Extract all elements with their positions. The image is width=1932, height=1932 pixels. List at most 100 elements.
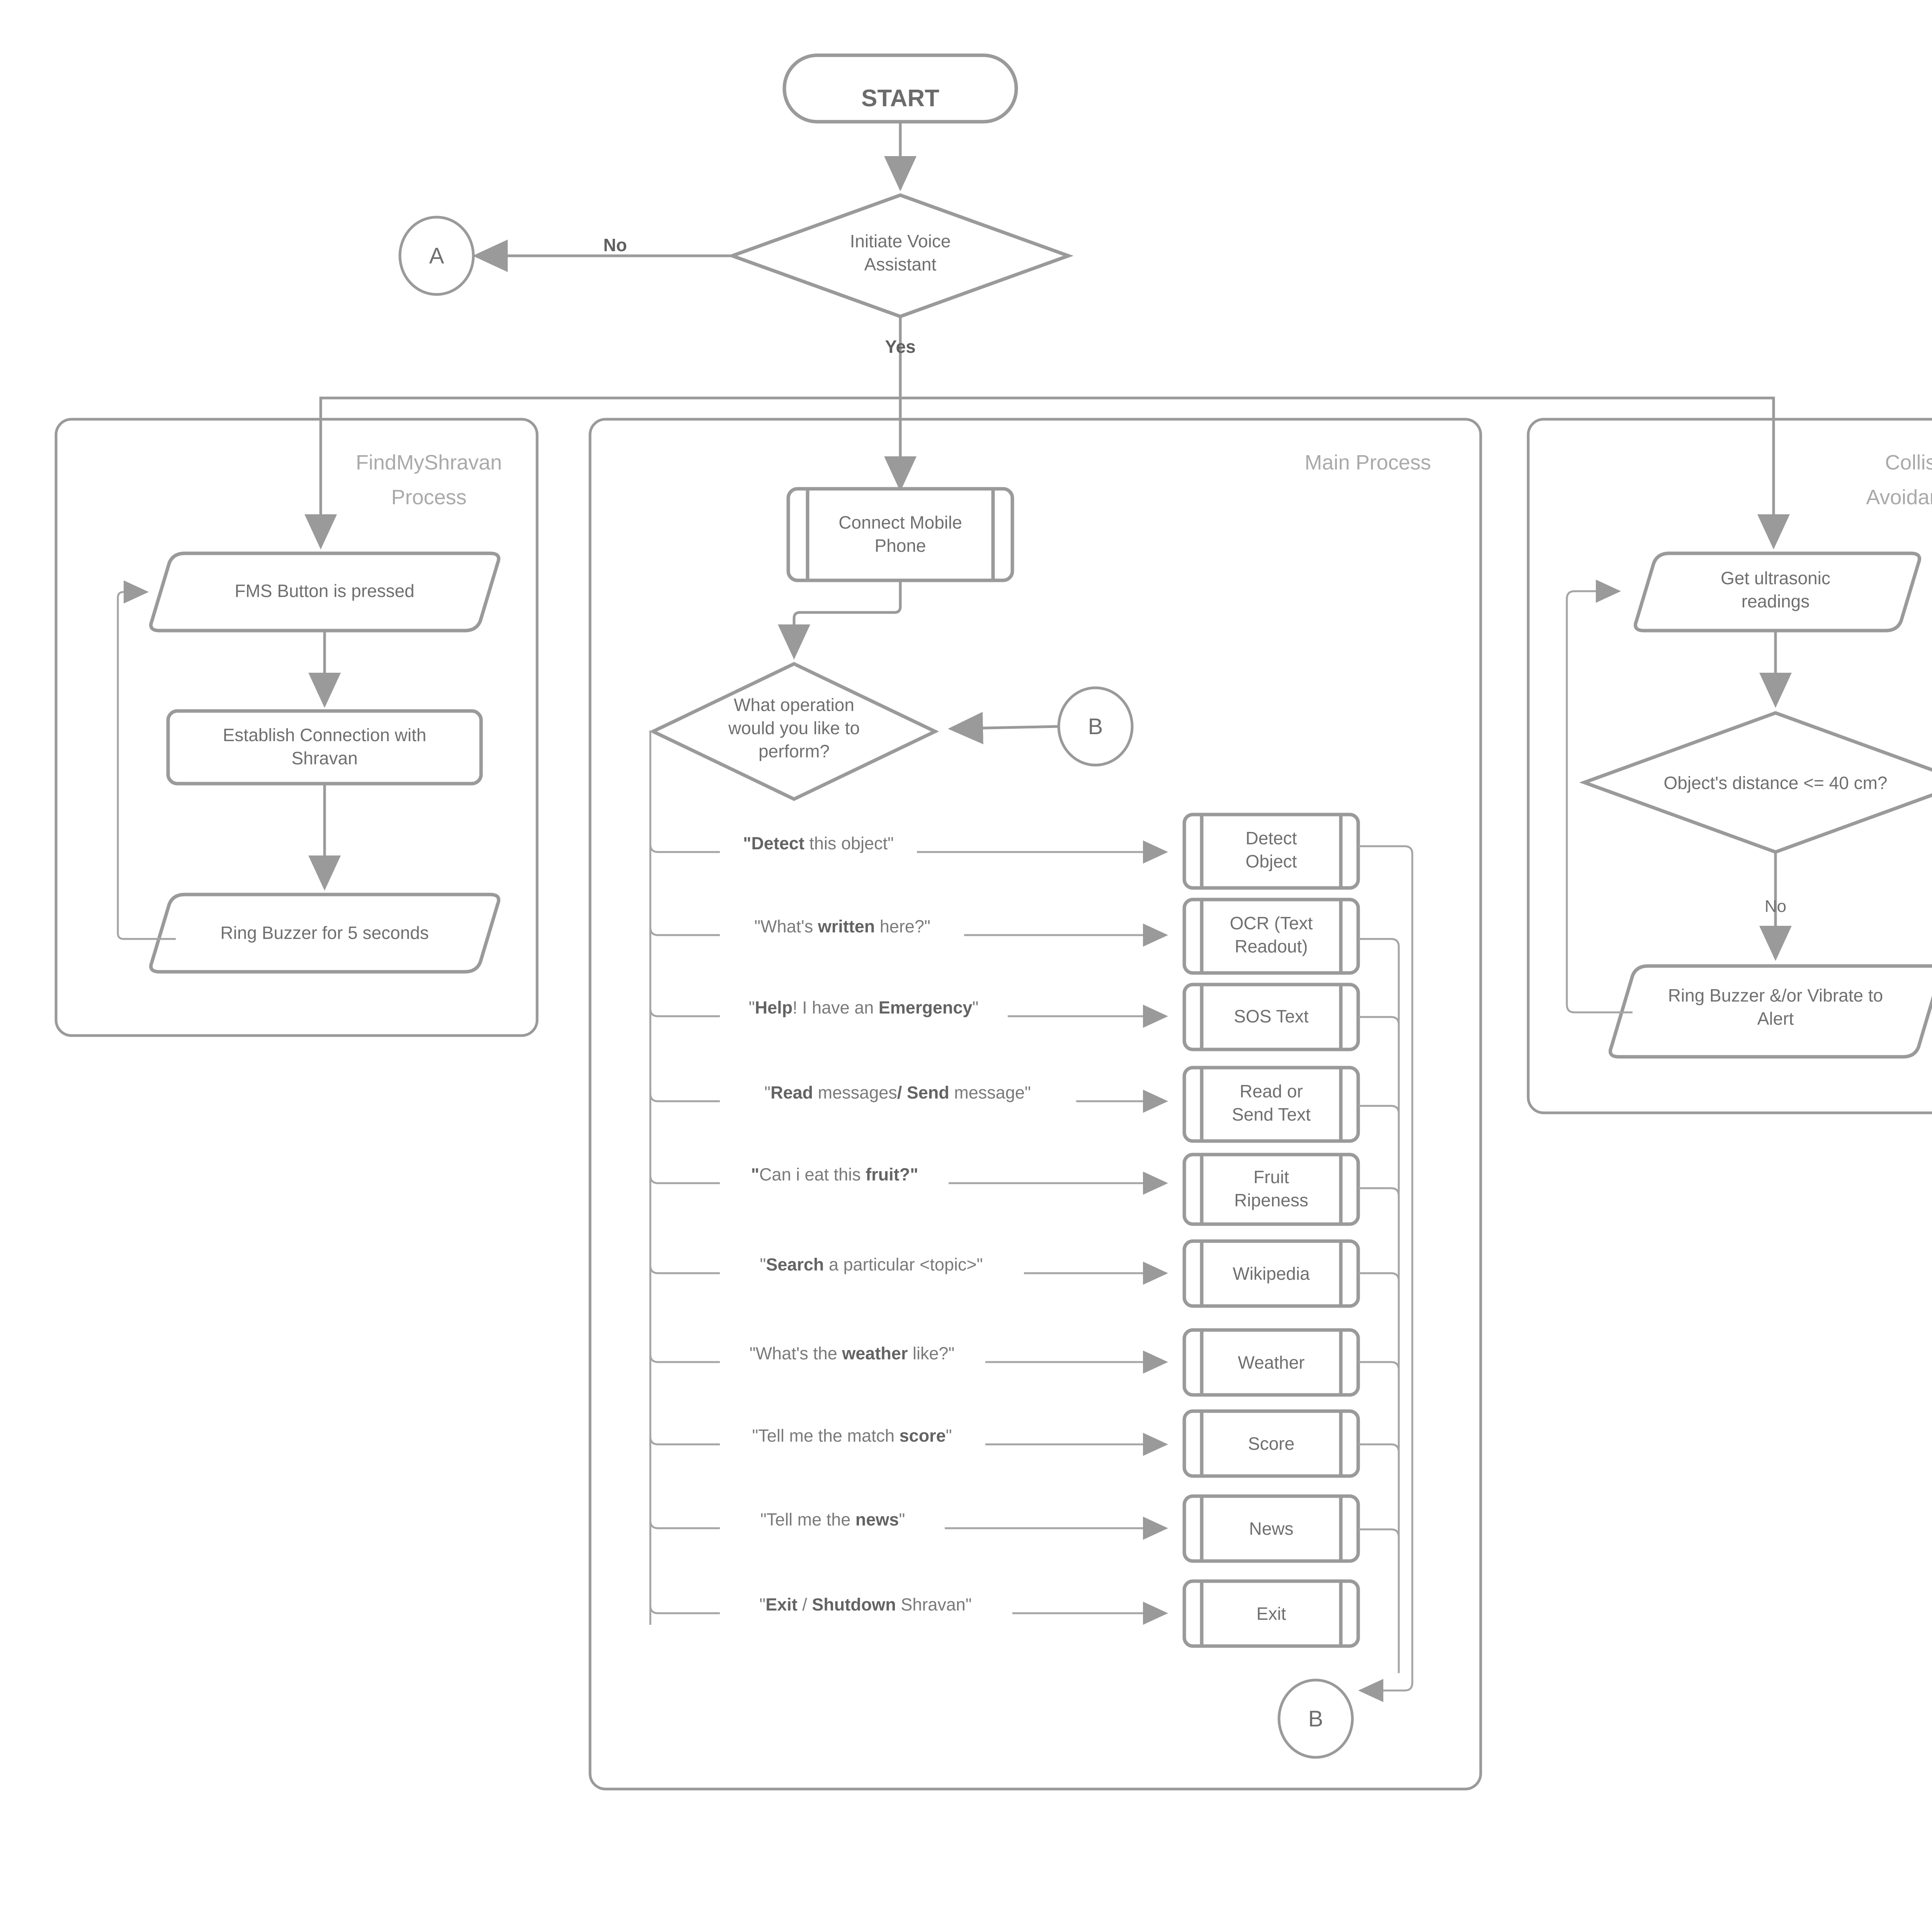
op-box-exit: Exit: [1182, 1579, 1360, 1648]
edge-fms-loopback: [117, 580, 176, 940]
op-label-4-line2: Send Text: [1232, 1104, 1311, 1124]
op-box-sos-text: SOS Text: [1182, 983, 1360, 1051]
decision-operation: What operation would you like to perform…: [649, 662, 939, 801]
start-label: START: [861, 85, 939, 112]
command-row-6: "Search a particular <topic>" Wikipedia: [649, 1239, 1400, 1673]
command-label-10: "Exit / Shutdown Shravan": [759, 1595, 972, 1614]
command-row-1: "Detect this object" Detect Object: [649, 813, 1413, 1683]
command-branch-3: [649, 1008, 720, 1017]
op-label-5-line1: Fruit: [1253, 1167, 1289, 1187]
command-row-8: "Tell me the match score" Score: [649, 1409, 1400, 1673]
edge-alert-loopback: [1566, 580, 1633, 1014]
get-ultrasonic-readings-node: Get ultrasonic readings: [1634, 551, 1921, 633]
decision-operation-line1: What operation: [734, 695, 854, 715]
edge-label-no-distance: No: [1765, 897, 1786, 916]
connect-mobile-phone-node: Connect Mobile Phone: [786, 487, 1014, 582]
connector-b-bottom: B: [1277, 1679, 1354, 1759]
command-label-5: "Can i eat this fruit?": [751, 1165, 918, 1184]
connector-b-top-label: B: [1088, 714, 1103, 739]
group-main-process: Main Process: [588, 418, 1482, 1791]
decision-initiate-line2: Assistant: [864, 254, 937, 274]
op-box-detect-object: Detect Object: [1182, 813, 1360, 890]
connect-mobile-line2: Phone: [874, 536, 926, 556]
fms-establish-line1: Establish Connection with: [223, 725, 427, 745]
op-label-2-line2: Readout): [1235, 936, 1308, 956]
op-label-2-line1: OCR (Text: [1230, 913, 1313, 933]
command-branch-6: [649, 1265, 720, 1274]
connector-a-label: A: [429, 243, 444, 269]
start-node: START: [782, 53, 1018, 124]
command-row-9: "Tell me the news" News: [649, 1494, 1400, 1673]
command-label-2: "What's written here?": [754, 917, 930, 936]
decision-operation-line2: would you like to: [728, 718, 860, 738]
ultrasonic-line2: readings: [1742, 591, 1810, 611]
op-label-3: SOS Text: [1234, 1006, 1309, 1026]
group-findmyshravan: FindMyShravan Process: [54, 418, 539, 1037]
fms-button-pressed-node: FMS Button is pressed: [149, 551, 500, 633]
group-label-findmyshravan-line1: FindMyShravan: [356, 451, 502, 474]
decision-initiate-voice-assistant: Initiate Voice Assistant: [727, 193, 1074, 318]
connector-b-top: B: [1057, 686, 1134, 767]
op-label-7: Weather: [1238, 1352, 1304, 1372]
command-label-4: "Read messages/ Send message": [764, 1083, 1031, 1102]
group-label-collision-line1: Collision/Obect: [1885, 451, 1932, 474]
return-bus-4: [1358, 1105, 1400, 1673]
return-bus-5: [1358, 1187, 1400, 1673]
decision-object-distance: Object's distance <= 40 cm?: [1579, 711, 1932, 854]
command-bus-left: [649, 730, 653, 1625]
command-branch-2: [649, 927, 720, 936]
command-branch-7: [649, 1354, 720, 1363]
op-box-news: News: [1182, 1494, 1360, 1563]
return-bus-9: [1358, 1528, 1400, 1673]
op-box-score: Score: [1182, 1409, 1360, 1478]
edge-connect-to-operation: [778, 580, 902, 660]
command-label-9: "Tell me the news": [760, 1510, 905, 1529]
ultrasonic-line1: Get ultrasonic: [1721, 568, 1830, 588]
return-bus-2: [1358, 938, 1400, 1673]
group-label-findmyshravan-line2: Process: [391, 486, 466, 509]
edge-label-yes-initiate: Yes: [885, 337, 915, 357]
command-branch-8: [649, 1436, 720, 1446]
group-collision-avoidance: Collision/Obect Avoidance Process: [1527, 418, 1932, 1114]
command-label-6: "Search a particular <topic>": [760, 1255, 983, 1274]
command-label-3: "Help! I have an Emergency": [749, 998, 979, 1017]
command-branch-1: [649, 844, 720, 853]
command-row-3: "Help! I have an Emergency" SOS Text: [649, 983, 1400, 1673]
op-label-1-line1: Detect: [1246, 828, 1297, 848]
group-label-main-process: Main Process: [1304, 451, 1431, 474]
op-label-6: Wikipedia: [1233, 1264, 1310, 1284]
op-box-fruit-ripeness: Fruit Ripeness: [1182, 1153, 1360, 1226]
fms-buzzer-label: Ring Buzzer for 5 seconds: [220, 923, 429, 943]
fms-establish-line2: Shravan: [291, 748, 357, 768]
decision-distance-label: Object's distance <= 40 cm?: [1664, 773, 1888, 793]
op-box-read-send-text: Read or Send Text: [1182, 1066, 1360, 1143]
command-row-10: "Exit / Shutdown Shravan" Exit: [649, 1579, 1360, 1648]
edge-split-bus: [319, 396, 1775, 410]
op-label-9: News: [1249, 1519, 1293, 1539]
command-label-7: "What's the weather like?": [750, 1344, 955, 1363]
return-bus-8: [1358, 1443, 1400, 1673]
edge-label-no-initiate: No: [603, 235, 627, 255]
op-label-5-line2: Ripeness: [1234, 1190, 1308, 1210]
return-bus-7: [1358, 1361, 1400, 1673]
return-bus-6: [1358, 1272, 1400, 1673]
command-row-2: "What's written here?" OCR (Text Readout…: [649, 898, 1400, 1673]
return-bus-to-connector-b: [1358, 1679, 1413, 1702]
command-label-8: "Tell me the match score": [752, 1426, 952, 1446]
command-branch-10: [649, 1605, 720, 1614]
command-branch-4: [649, 1093, 720, 1102]
fms-establish-connection-node: Establish Connection with Shravan: [166, 709, 483, 786]
op-label-4-line1: Read or: [1240, 1081, 1303, 1101]
command-row-7: "What's the weather like?" Weather: [649, 1328, 1400, 1673]
return-bus-3: [1358, 1016, 1400, 1673]
fms-button-label: FMS Button is pressed: [235, 581, 414, 601]
command-row-4: "Read messages/ Send message" Read or Se…: [649, 1066, 1400, 1673]
alert-line1: Ring Buzzer &/or Vibrate to: [1668, 985, 1883, 1005]
decision-operation-line3: perform?: [759, 741, 830, 761]
fms-ring-buzzer-node: Ring Buzzer for 5 seconds: [149, 893, 500, 974]
connect-mobile-line1: Connect Mobile: [838, 512, 962, 532]
op-label-10: Exit: [1257, 1604, 1286, 1624]
ring-buzzer-vibrate-node: Ring Buzzer &/or Vibrate to Alert: [1609, 964, 1932, 1059]
command-label-1: "Detect this object": [743, 833, 894, 853]
command-row-5: "Can i eat this fruit?" Fruit Ripeness: [649, 1153, 1400, 1673]
